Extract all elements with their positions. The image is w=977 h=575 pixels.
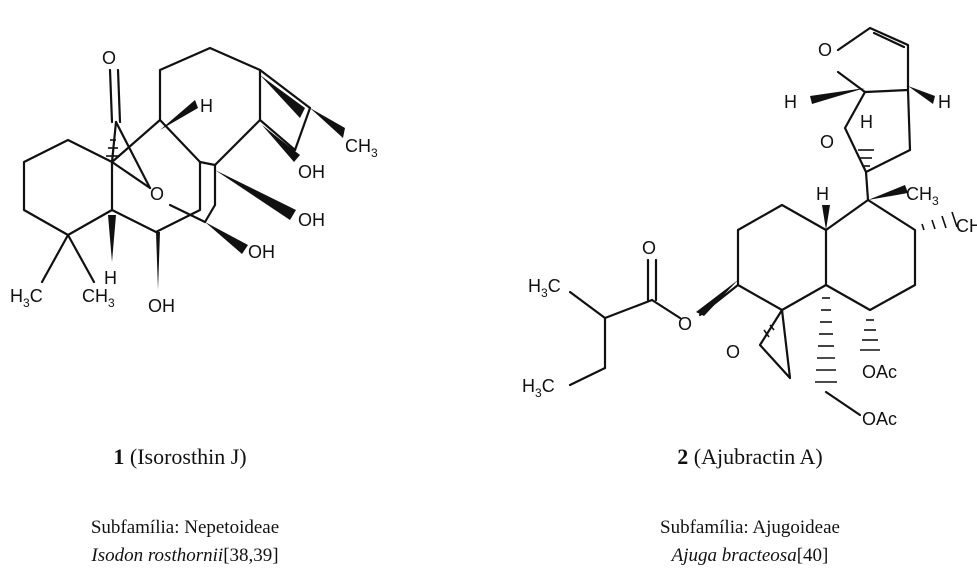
- decalin-ring-2: [736, 203, 828, 312]
- wedge-h-furan-right: [908, 86, 935, 104]
- svg-text:CH: CH: [956, 216, 977, 236]
- wedge-h-top: [160, 100, 198, 130]
- subfamily-1: Nepetoideae: [184, 517, 280, 538]
- bond-methyl-left: [40, 233, 70, 284]
- atom-h3c-left: H3C: [10, 286, 43, 310]
- epoxide-bonds: [758, 308, 792, 380]
- bond-bridge-1: [258, 68, 312, 110]
- atom-o-bridge: O: [150, 184, 164, 204]
- wedge-oh-3: [205, 222, 248, 254]
- wedge-ch3: [310, 108, 345, 138]
- compound-1-number: 1: [113, 444, 125, 469]
- hash-bond-ch2oac: [815, 297, 837, 383]
- atom-h-decalin: H: [816, 184, 829, 204]
- info-compound-2: Subfamília: Ajugoideae Ajuga bracteosa[4…: [590, 514, 910, 569]
- wedge-h-furan-left: [810, 88, 865, 104]
- atom-ch3-right: CH3: [345, 136, 378, 160]
- svg-text:H3C: H3C: [10, 286, 43, 310]
- bond-c-o: [203, 203, 217, 224]
- bond-bridge-2: [258, 118, 297, 152]
- bond-methyl-branch: [568, 290, 607, 320]
- furan-ring-bonds: [836, 26, 910, 94]
- bond-o-carbonyl: [650, 298, 682, 320]
- atom-h-top: H: [200, 96, 213, 116]
- bond-side-chain: [864, 170, 870, 202]
- tetrahydrofuran-bonds: [843, 88, 912, 174]
- atom-oh-3: OH: [248, 242, 275, 262]
- atom-h3c-ester-bottom: H3C: [522, 376, 555, 400]
- svg-text:CH3: CH3: [82, 286, 115, 310]
- bond-alpha: [603, 298, 654, 320]
- wedge-ch3-quat: [868, 185, 908, 200]
- wedge-methyl-top: [260, 75, 305, 118]
- bond-o-c-bridge: [168, 203, 207, 224]
- compound-2-number: 2: [677, 444, 689, 469]
- hash-bond-furan: [858, 149, 874, 167]
- subfamily-line-1: Subfamília: Nepetoideae: [90, 517, 280, 538]
- svg-text:H3C: H3C: [522, 376, 555, 400]
- atom-ch3-quat: CH3: [906, 184, 939, 208]
- bond-d-ring: [293, 106, 312, 152]
- bond-carbonyl-2: [116, 68, 122, 124]
- atom-ch3-bottom: CH3: [82, 286, 115, 310]
- info-compound-1: Subfamília: Nepetoideae Isodon rosthorni…: [20, 514, 350, 569]
- atom-h-bottom: H: [104, 268, 117, 288]
- atom-h-thf: H: [860, 112, 873, 132]
- compound-1-name: (Isorosthin J): [129, 444, 247, 469]
- wedge-h-bottom: [108, 215, 116, 262]
- atom-h-furan-right: H: [938, 92, 951, 112]
- hash-bond-oac-1: [860, 319, 880, 351]
- atom-oac-1: OAc: [862, 362, 897, 382]
- atom-o-furan: O: [818, 40, 832, 60]
- wedge-oh-4: [156, 232, 160, 290]
- ring-b-bonds: [110, 118, 202, 234]
- atom-oh-4: OH: [148, 296, 175, 316]
- wedge-ester: [696, 280, 738, 316]
- atom-o-ester-carbonyl: O: [642, 238, 656, 258]
- hash-bond-1: [106, 139, 120, 157]
- wedge-h-decalin: [822, 205, 830, 230]
- subfamily-line-2: Subfamília: Ajugoideae: [660, 517, 840, 538]
- atom-h-furan-left: H: [784, 92, 797, 112]
- atom-oac-2: OAc: [862, 409, 897, 429]
- subfamily-2: Ajugoideae: [752, 517, 840, 538]
- atom-h3c-ester-top: H3C: [528, 276, 561, 300]
- species-1: Isodon rosthornii: [91, 544, 224, 566]
- bond-carbonyl-o: [114, 120, 152, 190]
- atom-oh-2: OH: [298, 210, 325, 230]
- atom-o-epoxide: O: [726, 342, 740, 362]
- atom-oh-1: OH: [298, 162, 325, 182]
- bond-ethyl-2: [568, 366, 607, 387]
- ring-a-bonds: [22, 138, 114, 237]
- wedge-oh-1: [262, 125, 300, 162]
- bond-ch2-o: [824, 390, 862, 417]
- hash-bond-methyl-right: [921, 211, 958, 231]
- species-2: Ajuga bracteosa: [671, 544, 797, 566]
- species-line-2: Ajuga bracteosa[40]: [590, 542, 910, 570]
- caption-compound-1: 1 (Isorosthin J): [40, 444, 320, 470]
- decalin-ring-1: [824, 198, 917, 312]
- svg-text:CH3: CH3: [906, 184, 939, 208]
- svg-text:H3C: H3C: [528, 276, 561, 300]
- bond-c-o-bridge: [110, 160, 152, 190]
- atom-o-thf: O: [820, 132, 834, 152]
- compound-2-name: (Ajubractin A): [693, 444, 823, 469]
- wedge-oh-2: [215, 170, 296, 220]
- species-line-1: Isodon rosthornii[38,39]: [20, 542, 350, 570]
- refs-2: [40]: [796, 544, 829, 566]
- hash-bond-epoxide: [763, 324, 775, 338]
- atom-ch3-edge: CH: [956, 216, 977, 236]
- atom-o-carbonyl: O: [102, 48, 116, 68]
- bond-carbonyl-1: [108, 68, 114, 124]
- bond-furan-double: [872, 31, 906, 49]
- refs-1: [38,39]: [223, 544, 279, 566]
- bond-methyl-right: [66, 233, 96, 284]
- caption-compound-2: 2 (Ajubractin A): [610, 444, 890, 470]
- structure-1-isorosthin-j: O O H H OH OH OH OH CH3 H3C CH3: [10, 46, 378, 316]
- svg-text:CH3: CH3: [345, 136, 378, 160]
- structure-2-ajubractin-a: O O H H H H O O O OAc OAc CH3 CH H3C H3C: [522, 26, 977, 429]
- atom-o-ester: O: [678, 314, 692, 334]
